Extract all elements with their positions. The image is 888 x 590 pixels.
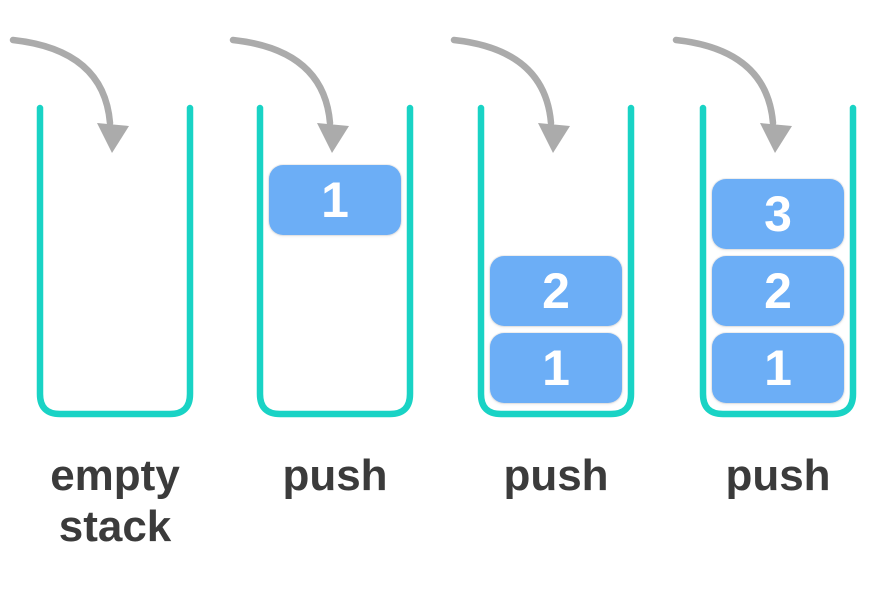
- push-arrow-icon: [672, 36, 792, 153]
- stack-block: 1: [490, 333, 622, 403]
- push-arrow-icon: [9, 36, 129, 153]
- stack-label: push: [725, 451, 831, 500]
- stack-container-outline: [256, 104, 414, 418]
- stack-group: empty stack: [9, 36, 194, 551]
- stack-container-outline: [477, 104, 635, 418]
- stack-label: empty stack: [50, 451, 180, 551]
- stack-block: 3: [712, 179, 844, 249]
- push-arrow-icon: [450, 36, 570, 153]
- stack-block: 1: [269, 165, 401, 235]
- stack-block: 2: [712, 256, 844, 326]
- stack-group: 1 push: [229, 36, 414, 500]
- push-arrow-icon: [229, 36, 349, 153]
- stack-label: push: [282, 451, 388, 500]
- stack-blocks: 1: [269, 165, 401, 235]
- stack-block: 1: [712, 333, 844, 403]
- stack-blocks: [49, 105, 181, 403]
- stack-label: push: [503, 451, 609, 500]
- stack-container-outline: [699, 104, 857, 418]
- stack-block: 2: [490, 256, 622, 326]
- stack-container-outline: [36, 104, 194, 418]
